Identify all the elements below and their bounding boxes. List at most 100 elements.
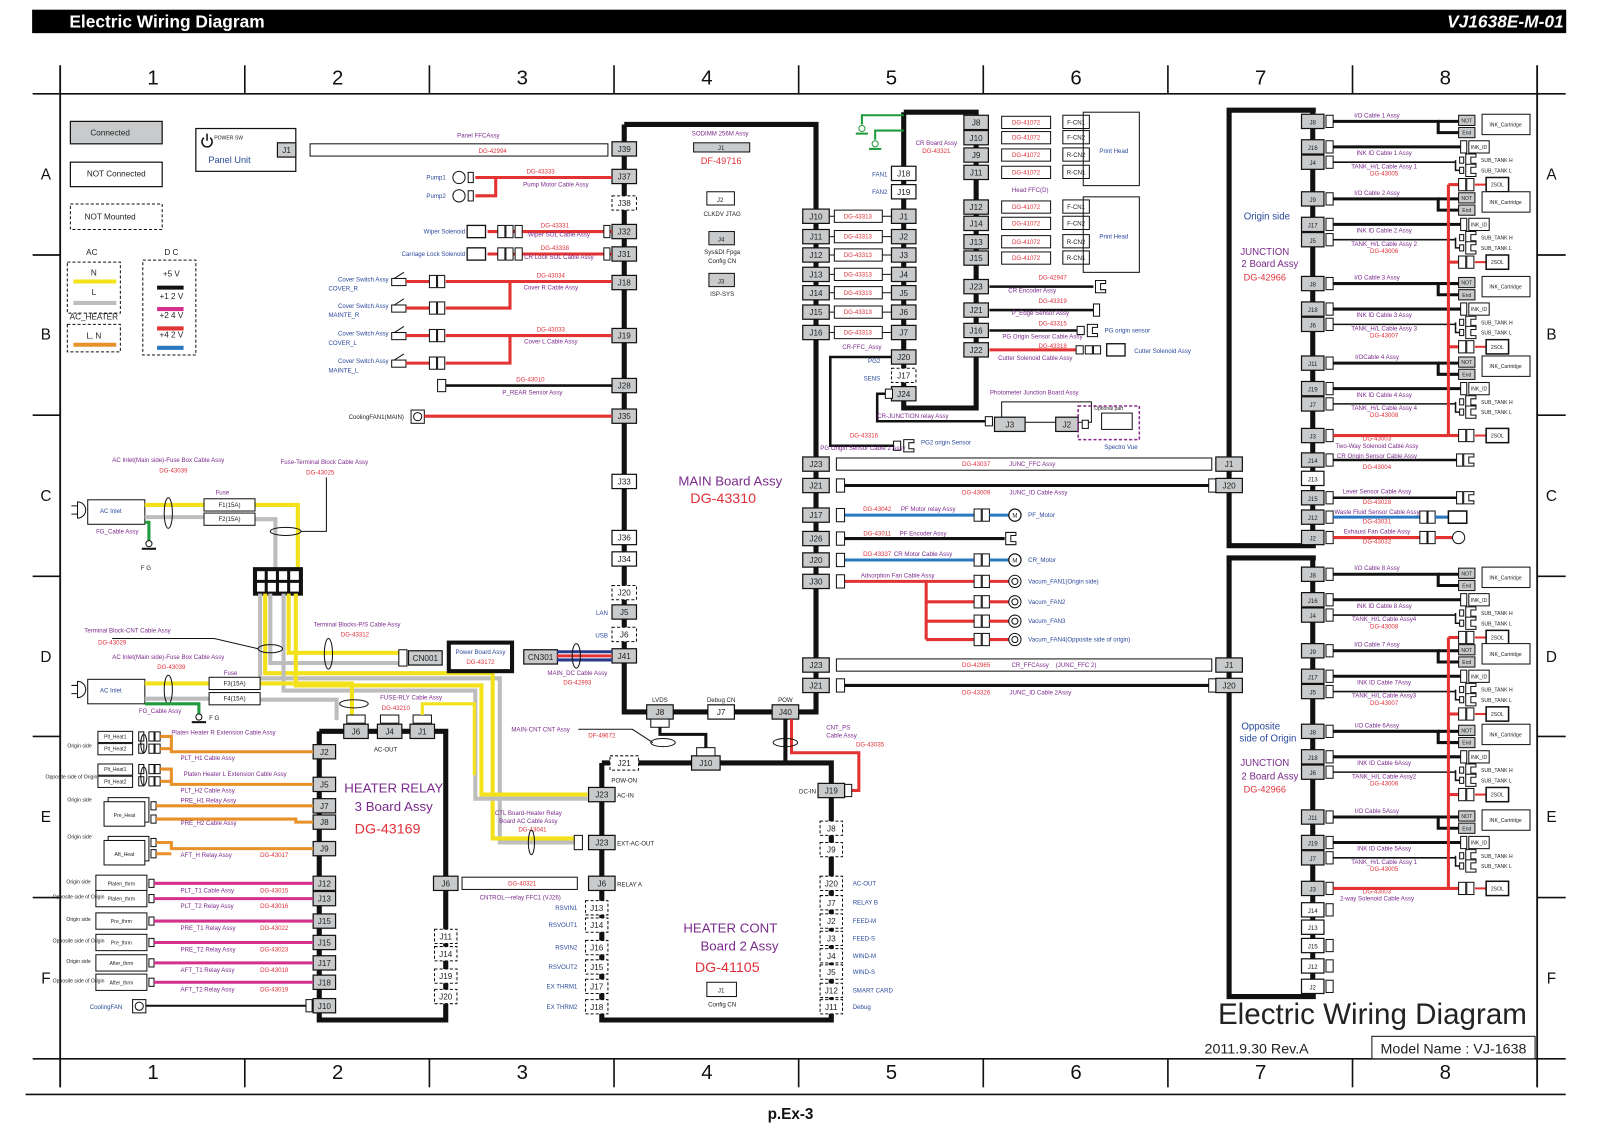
label-cr_board-print_head: Print Head [1099,148,1128,155]
label-junction_origin-waste_cable: Waste Fluid Sensor Cable Assy [1334,509,1420,516]
plug-connector [973,574,982,589]
connector-label: J2 [827,917,836,926]
label-legend-ac_n: N [91,268,97,277]
connector-box [1300,902,1325,918]
label-cartridge-sub_h: SUB_TANK H [1481,400,1513,406]
fan-icon [1011,635,1019,644]
connector-box [963,250,989,266]
label-cr_board-head_cn-0: F-CN1 [1067,204,1086,211]
platen-heater [97,730,134,744]
label-heater_relay-pre_heat: Pre_Heat [114,813,136,819]
label-junction_origin-channels-3-tank_part: DG-43008 [1370,412,1399,419]
connector-label: J18 [590,1003,604,1012]
label-heater_relay-thermistors-0-cable: PLT_T1 Cable Assy [181,887,235,894]
connector-box [1300,113,1325,130]
jtag-j2 [706,191,735,206]
ffc-cable [833,209,883,223]
spectro-device [1101,412,1133,430]
label-main_board-j2_label: CLKDV JTAG [704,211,741,218]
column-number: 3 [517,1062,528,1084]
label-cartridge-sub_l: SUB_TANK L [1481,410,1512,416]
label-heater_cont-left_dashed-0-label: RSVIN1 [555,905,578,912]
head-ffc [1001,165,1052,180]
not-end-contact [1458,114,1476,126]
label-power-f3: F3(15A) [224,680,246,687]
connector-label: J18 [1308,755,1318,762]
label-cr_board-print_head: Print Head [1099,234,1128,241]
label-main_board-j4_label1: Sys&DI Fpga [704,249,741,256]
pre-heater [103,801,146,827]
cooling-fan-icon [410,409,425,424]
column-number: 8 [1440,68,1451,90]
fuse-f1 [203,498,256,512]
label-cartridge-not: NOT [1461,814,1472,820]
plug-connector [148,894,155,904]
fan-icon [1011,617,1019,625]
not-end-contact [1458,724,1476,736]
label-junction_origin-side: Origin side [1244,211,1290,222]
label-cartridge-not: NOT [1461,281,1472,287]
connector-label: J2 [320,748,329,757]
label-left_devices-cover_sw: Cover Switch Assy [338,303,390,310]
connector-box [819,999,844,1015]
plug-connector [379,714,400,724]
label-panel-ffc_part: DG-42994 [479,148,508,155]
plug-connector [505,247,514,261]
label-cartridge-not: NOT [1461,571,1472,577]
plug-connector [1325,276,1334,291]
label-cartridge-ink_id: INK_ID [1471,755,1488,761]
main-board-part: DG-43310 [690,491,756,507]
plug-connector [973,508,982,522]
heater-cont-outline [599,760,834,1023]
plug-connector [1466,881,1475,896]
label-junction_origin-channels-2-tank_part: DG-43007 [1370,333,1399,340]
plug-connector [1459,318,1465,326]
ground-icon [871,140,879,148]
not-end-contact [1458,126,1476,139]
ground-icon [145,540,153,548]
connector-box [817,782,846,799]
label-cr_board-head_part: DG-41072 [1012,152,1041,159]
plug-connector [1325,192,1334,206]
wire [1454,613,1461,624]
label-junction_opposite-channels-3-tank_part: DG-43005 [1370,866,1399,873]
plug-connector [437,274,446,289]
junction-board-outline [1226,555,1316,1000]
connector-label: J4 [1310,613,1317,620]
connector-box [1300,301,1325,317]
cr-ffc2 [835,658,1213,672]
solenoid-icon [466,247,487,261]
label-cartridge-sub_h: SUB_TANK H [1481,611,1513,617]
connector-box [1300,396,1325,412]
doc-id: VJ1638E-M-01 [1447,12,1564,32]
label-main_right_cables-pf_relay: PF Motor relay Assy [901,506,957,513]
label-power-f4: F4(15A) [224,696,246,703]
label-power-tb_ps: Terminal Blocks-P/S Cable Assy [314,621,402,628]
label-power-power_board: Power Board Assy [455,649,506,656]
connector-label: J8 [1310,119,1317,126]
connector-label: J16 [970,327,984,336]
wire [156,840,314,851]
label-heater_cont-cntrol_part: DG-40321 [508,880,537,887]
label-cr_board-part: DG-43321 [922,148,951,155]
plug-connector [1419,530,1428,545]
label-left_devices-prear_cable: P_REAR Sensor Assy [502,390,563,397]
sodimm-j1 [693,142,751,153]
plug-connector [346,714,366,724]
label-junction_opposite-channels-1-tank_part: DG-43007 [1370,700,1399,707]
plug-connector [1325,217,1334,232]
label-heater_cont-dc_in: DC-IN [799,789,816,796]
connector-box [963,278,989,295]
optional-part-box [1077,405,1141,441]
connector-box [276,142,297,158]
label-cr_board-head_ffc: Head FFC(D) [1012,187,1049,194]
connector-label: J17 [318,959,332,968]
label-junction_opposite-channels-2-inkid: INK ID Cable 6Assy [1357,760,1412,767]
label-heater_relay-thermistors-2-cable: PRE_T1 Relay Assy [181,925,237,932]
plug-connector [1466,787,1475,802]
connector-box [1300,592,1325,608]
page-title: Electric Wiring Diagram [69,12,264,32]
connector-label: J7 [320,802,329,811]
model-name-box [1371,1035,1536,1060]
thermistor [95,973,148,991]
